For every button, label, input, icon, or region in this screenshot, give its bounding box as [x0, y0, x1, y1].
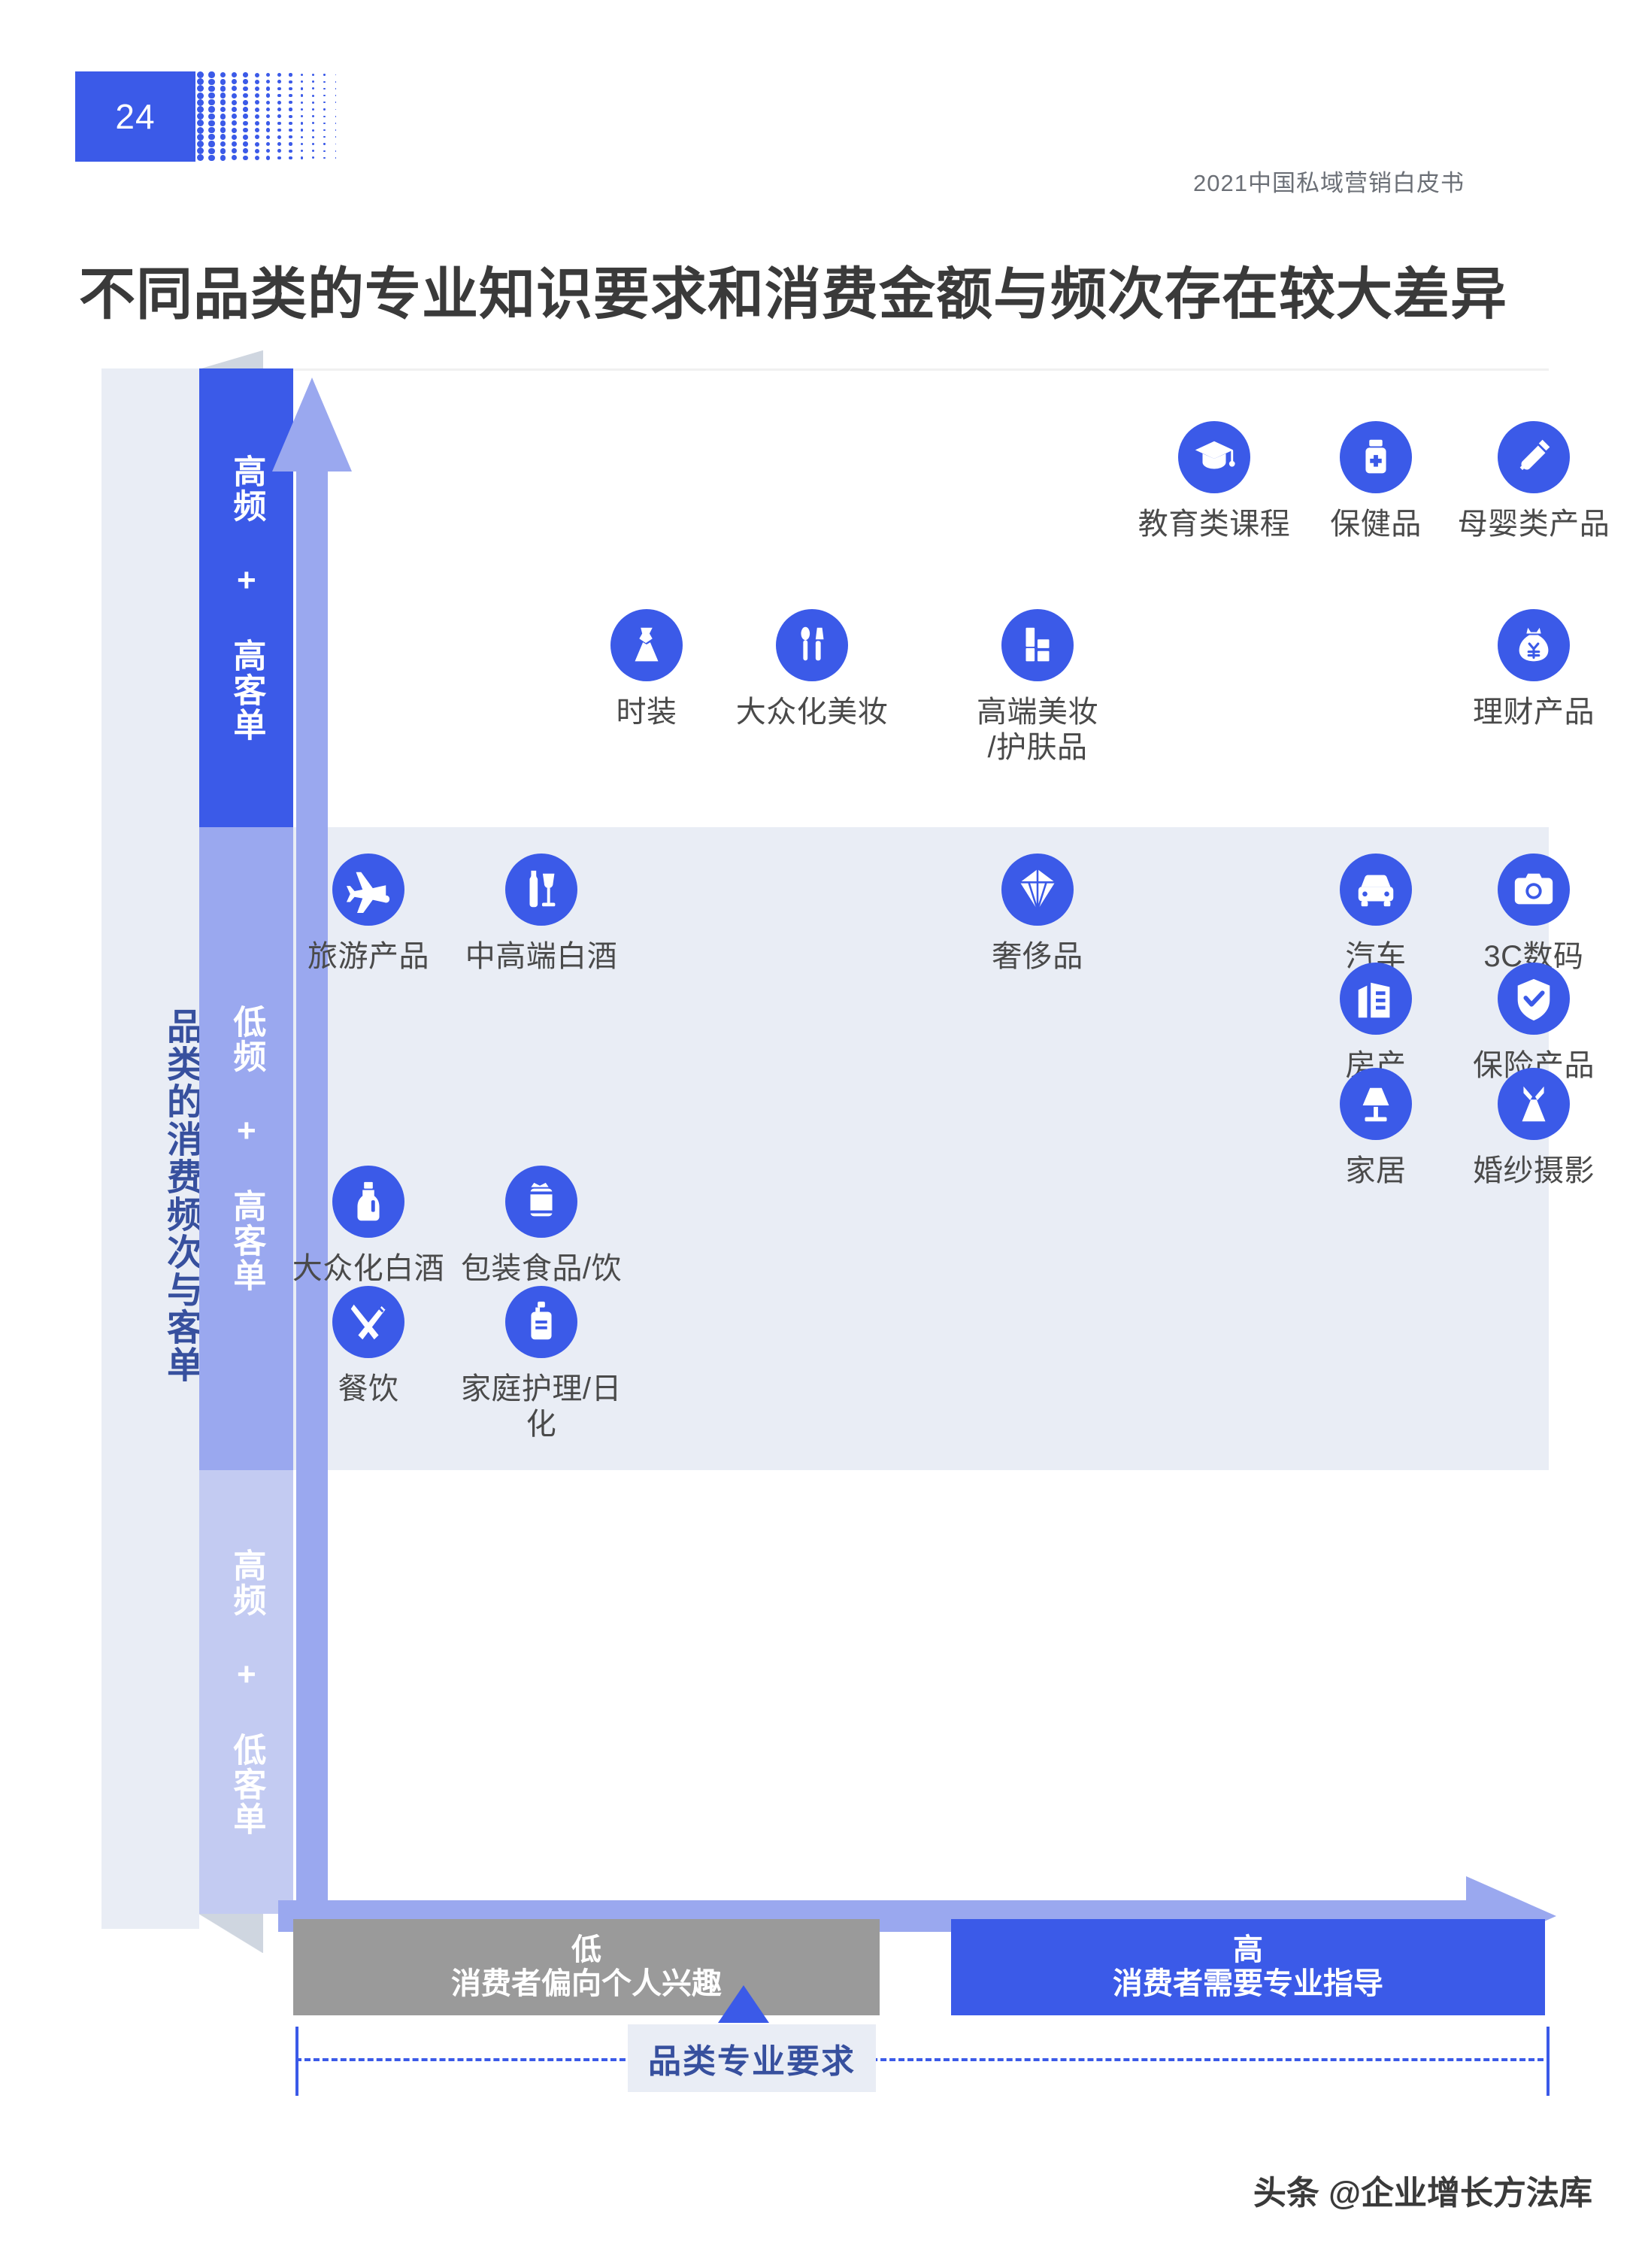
category-node[interactable]: 大众化美妆: [726, 609, 898, 730]
liquor-bottle-icon: [332, 1166, 404, 1238]
x-axis-high-subtitle: 消费者需要专业指导: [1113, 1967, 1383, 2000]
category-node[interactable]: 高端美妆 /护肤品: [951, 609, 1124, 766]
x-axis-bracket: [295, 2027, 1550, 2096]
page-number-badge: 24: [75, 71, 195, 162]
category-node-label: 奢侈品: [992, 940, 1083, 973]
category-node-label: 保健品: [1330, 508, 1422, 541]
lamp-icon: [1340, 1068, 1412, 1140]
graduation-cap-icon: [1178, 421, 1250, 493]
x-axis-caption-label: 品类专业要求: [648, 2043, 856, 2080]
category-node[interactable]: 奢侈品: [951, 854, 1124, 975]
category-node-label: 时装: [616, 696, 677, 729]
category-node[interactable]: 房产: [1289, 963, 1462, 1084]
category-node[interactable]: 保险产品: [1447, 963, 1620, 1084]
car-icon: [1340, 854, 1412, 926]
y-axis-arrow-icon: [272, 377, 352, 1904]
shield-check-icon: [1498, 963, 1570, 1035]
category-node-label: 理财产品: [1473, 696, 1595, 729]
pill-bottle-icon: [1340, 421, 1412, 493]
y-axis-panel: 品类的消费频次与客单: [101, 368, 201, 1929]
category-node[interactable]: 婚纱摄影: [1447, 1068, 1620, 1189]
category-node[interactable]: 汽车: [1289, 854, 1462, 975]
detergent-icon: [505, 1286, 577, 1358]
x-axis-dashed-line: [295, 2058, 1544, 2061]
category-node[interactable]: 家居: [1289, 1068, 1462, 1189]
x-axis-caption-arrow-icon: [718, 1985, 769, 2023]
category-node-label: 家庭护理/日化: [460, 1372, 623, 1442]
band-label: 高频 + 低客单: [228, 1548, 265, 1836]
category-node-label: 餐饮: [338, 1372, 399, 1405]
band-high-freq-high-value: 高频 + 高客单: [199, 368, 293, 827]
baby-bottle-icon: [1498, 421, 1570, 493]
band-label: 低频 + 高客单: [228, 1005, 265, 1293]
category-node[interactable]: 家庭护理/日化: [455, 1286, 628, 1442]
category-node-label: 婚纱摄影: [1473, 1154, 1595, 1187]
category-node-label: 中高端白酒: [465, 940, 618, 973]
page-title: 不同品类的专业知识要求和消费金额与频次存在较大差异: [79, 262, 1508, 326]
dot-pattern-decoration: [197, 71, 344, 162]
x-axis-low-box: 低 消费者偏向个人兴趣: [293, 1919, 880, 2015]
category-node[interactable]: 3C数码: [1447, 854, 1620, 975]
footer-watermark: 头条 @企业增长方法库: [1253, 2175, 1592, 2212]
category-node-label: 大众化美妆: [735, 696, 889, 729]
beverage-can-icon: [505, 1166, 577, 1238]
category-node[interactable]: 母婴类产品: [1447, 421, 1620, 542]
band-high-freq-low-value: 高频 + 低客单: [199, 1470, 293, 1914]
airplane-icon: [332, 854, 404, 926]
category-node[interactable]: 餐饮: [282, 1286, 455, 1407]
category-node[interactable]: 旅游产品: [282, 854, 455, 975]
y-axis-title: 品类的消费频次与客单: [161, 1008, 201, 1384]
building-icon: [1340, 963, 1412, 1035]
category-node-label: 大众化白酒: [292, 1252, 445, 1285]
category-node[interactable]: 大众化白酒: [282, 1166, 455, 1287]
camera-icon: [1498, 854, 1570, 926]
category-node[interactable]: 教育类课程: [1128, 421, 1301, 542]
x-axis-low-title: 低: [571, 1933, 601, 1967]
category-node[interactable]: 时装: [560, 609, 733, 730]
x-axis-low-subtitle: 消费者偏向个人兴趣: [451, 1967, 722, 2000]
diamond-icon: [1001, 854, 1074, 926]
x-axis-high-title: 高: [1233, 1933, 1263, 1967]
category-node-label: 教育类课程: [1138, 508, 1291, 541]
dress-icon: [610, 609, 683, 681]
x-axis-high-box: 高 消费者需要专业指导: [951, 1919, 1545, 2015]
category-matrix-chart: 品类的消费频次与客单 高频 + 高客单 低频 + 高客单 高频 + 低客单 教育…: [101, 350, 1610, 1956]
wine-bottle-icon: [505, 854, 577, 926]
category-node-label: 母婴类产品: [1457, 508, 1610, 541]
category-node-label: 家居: [1345, 1154, 1407, 1187]
page-header: 24 2021中国私域营销白皮书: [0, 0, 1645, 218]
cosmetics-icon: [1001, 609, 1074, 681]
category-node-label: 高端美妆 /护肤品: [977, 696, 1098, 765]
band-corner-notch-bottom: [199, 1914, 263, 1953]
category-node[interactable]: 理财产品: [1447, 609, 1620, 730]
x-axis: 低 消费者偏向个人兴趣 高 消费者需要专业指导 品类专业要求: [101, 1919, 1550, 2235]
money-bag-icon: [1498, 609, 1570, 681]
wedding-dress-icon: [1498, 1068, 1570, 1140]
x-axis-arrow-icon: [278, 1876, 1556, 1956]
category-node-label: 旅游产品: [307, 940, 429, 973]
band-corner-notch-top: [199, 350, 263, 369]
plot-top-border: [293, 368, 1549, 371]
makeup-brush-icon: [776, 609, 848, 681]
plot-band-highlight-middle: [293, 827, 1549, 1470]
band-low-freq-high-value: 低频 + 高客单: [199, 827, 293, 1470]
document-title: 2021中国私域营销白皮书: [1193, 170, 1465, 196]
band-label: 高频 + 高客单: [228, 453, 265, 742]
cutlery-icon: [332, 1286, 404, 1358]
plot-area: 教育类课程 保健品 母婴类产品时装 大众化美妆 高端美妆 /护肤品 理财产品旅游产品 中高端…: [272, 368, 1610, 1956]
band-column: 高频 + 高客单 低频 + 高客单 高频 + 低客单: [199, 368, 293, 1914]
x-axis-caption: 品类专业要求: [628, 2024, 876, 2092]
category-node[interactable]: 中高端白酒: [455, 854, 628, 975]
category-node[interactable]: 保健品: [1289, 421, 1462, 542]
